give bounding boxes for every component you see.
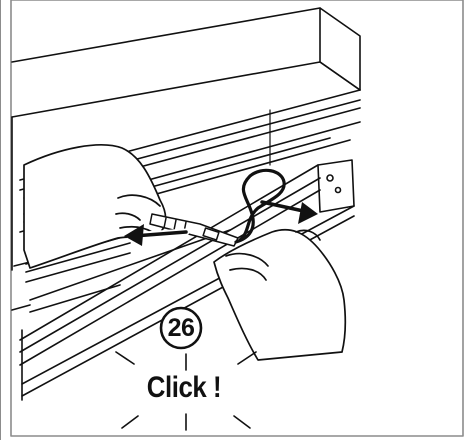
right-hand <box>213 228 347 361</box>
click-caption: Click ! <box>146 371 222 404</box>
left-hand <box>23 144 167 269</box>
arrows <box>124 200 318 246</box>
light-module <box>11 159 355 401</box>
cable-icon <box>234 168 286 244</box>
hand-icon <box>23 144 167 269</box>
step-number: 26 <box>167 313 195 342</box>
click-burst-icon <box>115 351 257 431</box>
hand-icon <box>213 228 347 361</box>
arrow-icon <box>260 200 310 214</box>
connector <box>149 168 286 247</box>
step-badge <box>159 306 203 350</box>
